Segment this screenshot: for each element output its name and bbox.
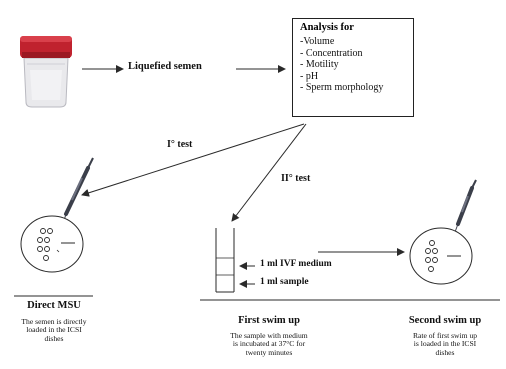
caption-line: twenty minutes <box>245 347 293 357</box>
test-tube-icon <box>215 228 235 293</box>
direct-msu-title: Direct MSU <box>27 300 81 311</box>
second-swim-title: Second swim up <box>408 315 482 326</box>
icsi-dish-icon <box>20 215 84 273</box>
caption-line: The sample with medium <box>230 331 308 340</box>
arrow-test2 <box>231 123 307 222</box>
arrow-test1 <box>81 123 305 197</box>
pipette-icon <box>62 157 94 225</box>
caption-line: dishes <box>435 347 455 357</box>
analysis-item: -Volume <box>300 36 335 47</box>
sample-label: 1 ml sample <box>260 277 309 287</box>
caption-line: loaded in the ICSI <box>26 325 82 335</box>
analysis-list: -Volume - Concentration - Motility - pH … <box>300 36 383 94</box>
analysis-box: Analysis for -Volume - Concentration - M… <box>292 18 414 117</box>
caption-line: Rate of first swim up <box>412 331 478 340</box>
ivf-medium-label: 1 ml IVF medium <box>260 259 332 269</box>
first-swim-title: First swim up <box>238 315 300 326</box>
analysis-title: Analysis for <box>300 22 354 33</box>
test1-label: I° test <box>167 139 193 150</box>
pipette-icon-2 <box>454 179 477 233</box>
caption-line: is incubated at 37°C for <box>232 339 306 349</box>
caption-line: dishes <box>44 333 64 343</box>
test2-label: II° test <box>281 173 311 184</box>
caption-line: The semen is directly <box>21 317 87 326</box>
analysis-item: - Sperm morphology <box>300 82 384 94</box>
analysis-item: - pH <box>300 70 319 82</box>
icsi-dish-icon-2 <box>409 227 473 285</box>
caption-line: is loaded in the ICSI <box>413 339 477 349</box>
analysis-item: - Concentration <box>300 47 363 59</box>
second-swim-caption: Rate of first swim up is loaded in the I… <box>390 331 500 357</box>
specimen-cup-icon <box>20 36 72 108</box>
first-swim-caption: The sample with medium is incubated at 3… <box>204 331 334 357</box>
analysis-item: - Motility <box>300 59 339 71</box>
direct-msu-caption: The semen is directly loaded in the ICSI… <box>2 317 106 343</box>
liquefied-semen-label: Liquefied semen <box>128 61 202 72</box>
